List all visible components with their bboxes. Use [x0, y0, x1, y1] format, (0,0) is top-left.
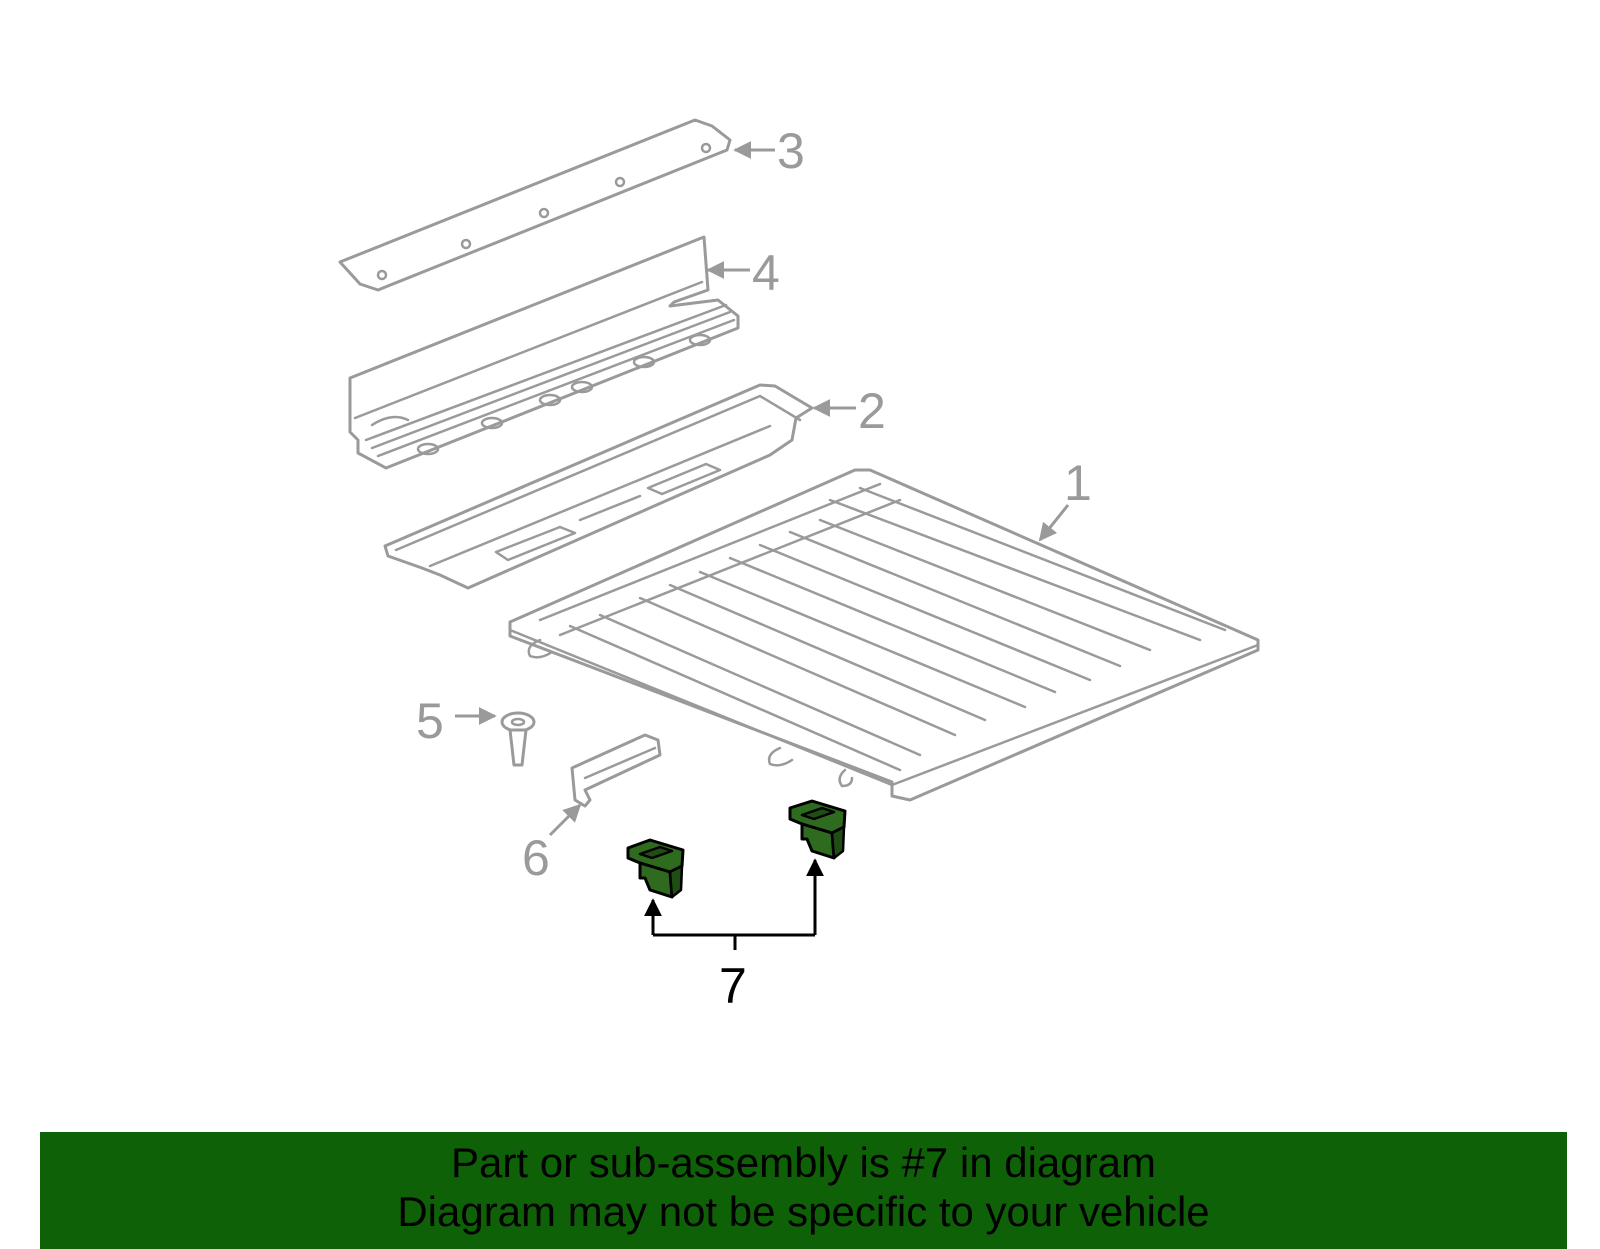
- bed-corrugations: [538, 482, 1227, 772]
- part-4-rail: [348, 235, 740, 470]
- part-5-pin: [500, 711, 536, 767]
- svg-text:2: 2: [858, 383, 886, 439]
- svg-text:1: 1: [1064, 455, 1092, 511]
- banner-line-2: Diagram may not be specific to your vehi…: [397, 1188, 1210, 1235]
- svg-text:7: 7: [719, 958, 747, 1014]
- svg-text:6: 6: [522, 830, 550, 886]
- part-7-clip-left: [626, 838, 685, 899]
- part-3-strip: [338, 118, 732, 292]
- callout-6: 6: [522, 803, 582, 886]
- callout-5: 5: [416, 693, 497, 749]
- part-1-bed-floor: [508, 468, 1260, 802]
- svg-text:3: 3: [777, 123, 805, 179]
- callout-4: 4: [706, 245, 780, 301]
- svg-text:5: 5: [416, 693, 444, 749]
- banner-line-1: Part or sub-assembly is #7 in diagram: [451, 1139, 1156, 1186]
- part-6-bracket: [570, 733, 662, 808]
- callout-2: 2: [812, 383, 886, 439]
- svg-text:4: 4: [752, 245, 780, 301]
- info-banner: Part or sub-assembly is #7 in diagram Di…: [40, 1132, 1567, 1249]
- callout-7: 7: [644, 858, 824, 1014]
- part-2-panel: [383, 383, 814, 590]
- callout-3: 3: [733, 123, 805, 179]
- callout-1: 1: [1038, 455, 1092, 542]
- part-7-clip-right: [788, 799, 847, 860]
